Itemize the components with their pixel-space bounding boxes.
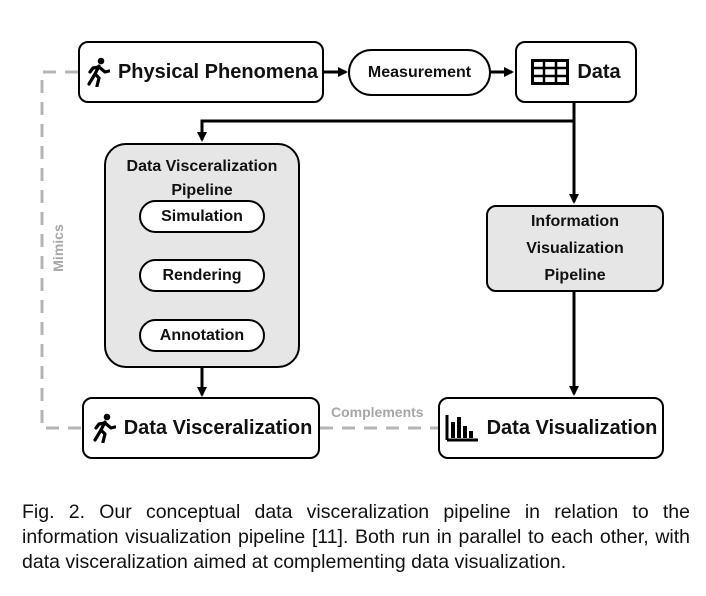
running-person-icon bbox=[90, 413, 116, 443]
data-visualization-node: Data Visualization bbox=[438, 397, 664, 459]
physical-phenomena-label: Physical Phenomena bbox=[117, 60, 319, 83]
annotation-node: Annotation bbox=[139, 319, 265, 352]
simulation-node: Simulation bbox=[139, 200, 265, 233]
pipeline-diagram: Physical Phenomena Measurement Data Data… bbox=[40, 41, 664, 459]
visceralization-pipeline-title: Data Visceralization Pipeline bbox=[106, 155, 298, 203]
running-person-icon bbox=[84, 57, 110, 87]
visceralization-pipeline-title-line-2: Pipeline bbox=[171, 182, 233, 199]
data-visceralization-node: Data Visceralization bbox=[82, 397, 320, 459]
infovis-pipeline-line-3: Pipeline bbox=[544, 267, 606, 284]
infovis-pipeline-line-1: Information bbox=[530, 213, 619, 230]
figure-caption: Fig. 2. Our conceptual data visceralizat… bbox=[22, 501, 690, 573]
table-grid-icon bbox=[531, 59, 570, 85]
infovis-pipeline-label: Information Visualization Pipeline bbox=[526, 208, 624, 289]
visceralization-pipeline-title-line-1: Data Visceralization bbox=[126, 158, 278, 175]
arrow-data-to-visceralization-pipeline bbox=[197, 103, 576, 142]
measurement-label: Measurement bbox=[367, 63, 472, 81]
annotation-label: Annotation bbox=[159, 326, 245, 344]
data-visualization-label: Data Visualization bbox=[486, 416, 658, 439]
mimics-label: Mimics bbox=[50, 224, 66, 272]
physical-phenomena-node: Physical Phenomena bbox=[78, 41, 324, 103]
infovis-pipeline-node: Information Visualization Pipeline bbox=[486, 205, 664, 292]
rendering-label: Rendering bbox=[162, 266, 242, 284]
data-node: Data bbox=[515, 41, 637, 103]
data-label: Data bbox=[577, 60, 621, 83]
measurement-node: Measurement bbox=[348, 49, 491, 96]
data-visceralization-label: Data Visceralization bbox=[123, 416, 313, 439]
simulation-label: Simulation bbox=[161, 207, 243, 225]
bar-chart-icon bbox=[445, 414, 479, 442]
rendering-node: Rendering bbox=[139, 259, 265, 292]
complements-label: Complements bbox=[331, 404, 424, 420]
infovis-pipeline-line-2: Visualization bbox=[526, 240, 624, 257]
visceralization-pipeline-container: Data Visceralization Pipeline bbox=[104, 143, 300, 368]
